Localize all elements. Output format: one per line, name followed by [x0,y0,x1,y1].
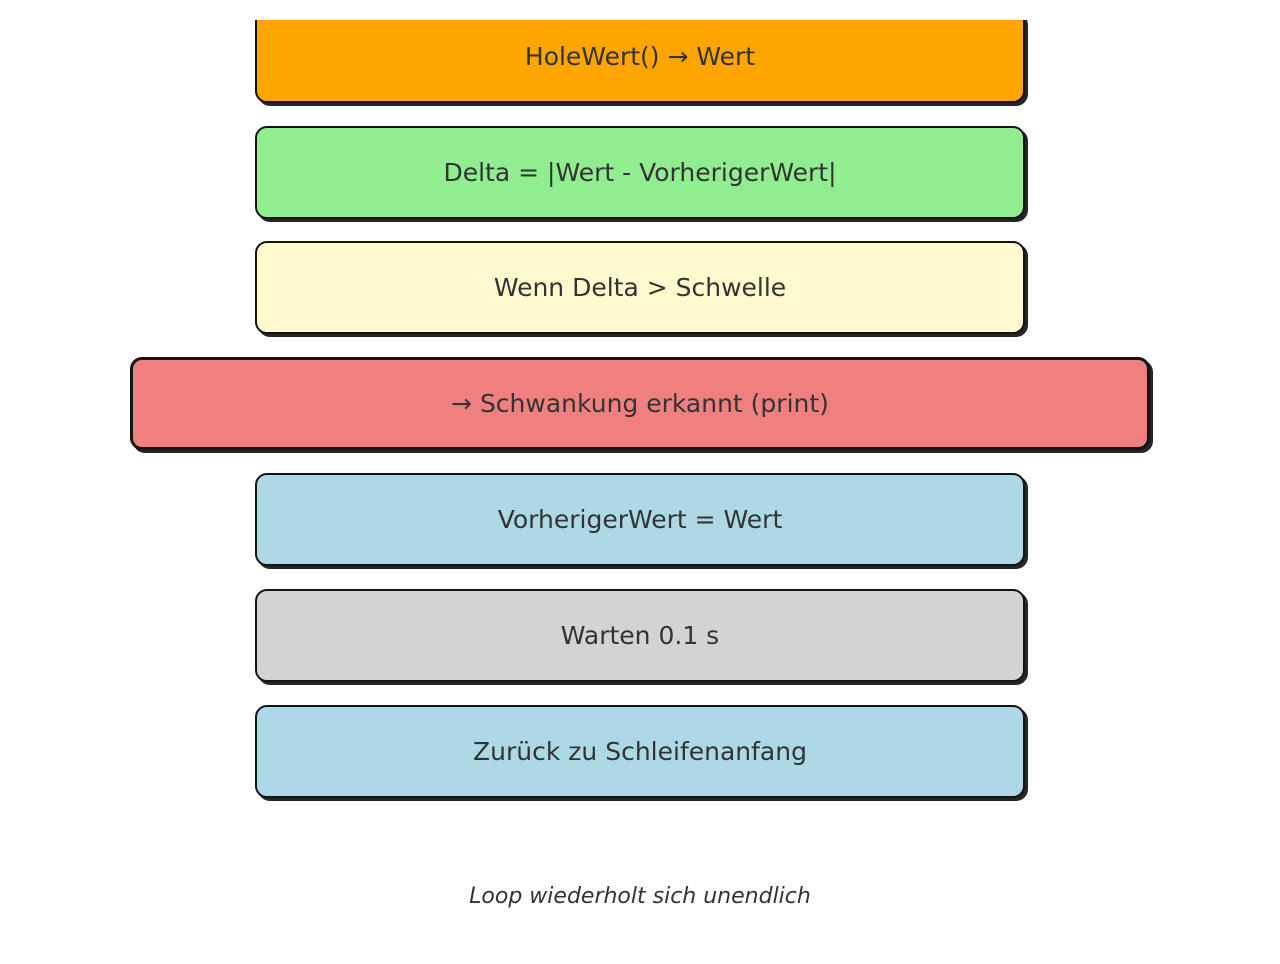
flow-box-compute-delta: Delta = |Wert - VorherigerWert| [255,126,1025,219]
flow-box-detected-print: → Schwankung erkannt (print) [130,357,1150,450]
flow-box-label: HoleWert() → Wert [524,41,756,71]
flow-box-label: Warten 0.1 s [560,620,720,650]
flow-box-label: Wenn Delta > Schwelle [493,272,787,302]
flow-box-label: Delta = |Wert - VorherigerWert| [443,157,837,187]
flow-box-wait: Warten 0.1 s [255,589,1025,682]
loop-caption: Loop wiederholt sich unendlich [469,884,811,909]
flow-box-condition: Wenn Delta > Schwelle [255,241,1025,334]
flow-box-loop-back: Zurück zu Schleifenanfang [255,705,1025,798]
flow-box-label: Zurück zu Schleifenanfang [473,736,807,766]
flow-box-label: VorherigerWert = Wert [497,504,783,534]
flow-box-store-previous: VorherigerWert = Wert [255,473,1025,566]
flow-box-get-value: HoleWert() → Wert [255,20,1025,103]
flow-box-get-value-clip: HoleWert() → Wert [255,20,1031,110]
flow-box-label: → Schwankung erkannt (print) [451,388,829,418]
